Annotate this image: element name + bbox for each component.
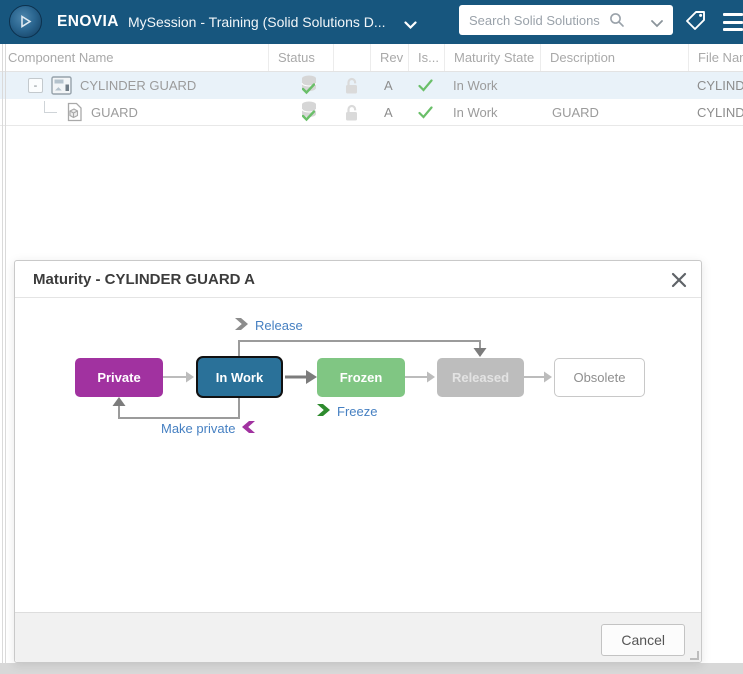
maturity-state-value: In Work — [453, 78, 498, 93]
is-latest-check-icon — [408, 99, 444, 125]
state-private[interactable]: Private — [75, 358, 163, 397]
state-obsolete[interactable]: Obsolete — [554, 358, 645, 397]
revision-value: A — [384, 104, 393, 120]
global-search — [459, 5, 673, 35]
dialog-footer: Cancel — [15, 612, 701, 662]
unlocked-icon — [333, 99, 370, 125]
freeze-chevron-icon — [317, 403, 331, 420]
brand-logo-text: ENOVIA — [57, 13, 119, 30]
cancel-button[interactable]: Cancel — [601, 624, 685, 656]
compass-logo-icon[interactable] — [9, 5, 42, 38]
dialog-resize-handle[interactable] — [690, 651, 699, 660]
file-name-value: CYLINDE — [697, 78, 743, 93]
column-header-maturity-state[interactable]: Maturity State — [444, 44, 540, 71]
column-header-file-name[interactable]: File Nam — [688, 44, 743, 71]
search-icon[interactable] — [609, 12, 625, 33]
make-private-action[interactable]: Make private — [161, 420, 256, 437]
release-action[interactable]: Release — [235, 317, 303, 334]
assembly-icon — [51, 76, 72, 95]
state-frozen[interactable]: Frozen — [317, 358, 405, 397]
search-input[interactable] — [459, 5, 673, 35]
tree-connector — [44, 101, 57, 113]
database-status-icon — [299, 74, 320, 98]
menu-hamburger-icon[interactable] — [723, 13, 743, 31]
table-row-cylinder-guard[interactable]: - CYLINDER GUARD A In Work CYLINDE — [0, 72, 743, 99]
description-value: GUARD — [552, 104, 599, 120]
table-header-row: Component Name Status Rev Is... Maturity… — [0, 44, 743, 72]
dialog-title: Maturity - CYLINDER GUARD A — [33, 271, 255, 288]
tags-icon[interactable] — [682, 8, 708, 34]
session-chevron-down-icon[interactable] — [404, 17, 417, 35]
make-private-label: Make private — [161, 421, 236, 436]
top-navigation-bar: ENOVIA MySession - Training (Solid Solut… — [0, 0, 743, 44]
freeze-label: Freeze — [337, 404, 378, 419]
state-released[interactable]: Released — [437, 358, 524, 397]
revision-value: A — [384, 78, 393, 93]
state-in-work-current[interactable]: In Work — [196, 356, 283, 398]
part-icon — [65, 102, 83, 122]
maturity-dialog: Maturity - CYLINDER GUARD A — [14, 260, 702, 663]
component-name: GUARD — [91, 104, 138, 120]
column-header-description[interactable]: Description — [540, 44, 688, 71]
column-header-status[interactable]: Status — [268, 44, 333, 71]
file-name-value: CYLINDE — [697, 104, 743, 120]
unlocked-icon — [333, 72, 370, 99]
freeze-action[interactable]: Freeze — [317, 403, 377, 420]
status-check-icon — [301, 110, 316, 125]
is-latest-check-icon — [408, 72, 444, 99]
maturity-state-value: In Work — [453, 104, 498, 120]
release-label: Release — [255, 318, 303, 333]
column-header-rev[interactable]: Rev — [370, 44, 408, 71]
session-title[interactable]: MySession - Training (Solid Solutions D.… — [128, 14, 386, 30]
panel-edge-divider — [2, 44, 6, 663]
component-name: CYLINDER GUARD — [80, 78, 197, 93]
table-row-guard[interactable]: GUARD A In Work GUARD CYLINDE — [0, 99, 743, 126]
search-chevron-down-icon[interactable] — [651, 15, 663, 33]
column-header-lock[interactable] — [333, 44, 370, 71]
close-icon[interactable] — [670, 271, 688, 289]
make-private-chevron-icon — [241, 420, 256, 437]
description-value — [540, 72, 688, 99]
column-header-is[interactable]: Is... — [408, 44, 444, 71]
transition-connectors — [112, 340, 552, 419]
page-bottom-strip — [0, 663, 743, 674]
maturity-graph: Private In Work Frozen Released Obsolete… — [15, 299, 701, 614]
collapse-expander-button[interactable]: - — [28, 78, 43, 93]
dialog-header: Maturity - CYLINDER GUARD A — [15, 261, 701, 298]
release-chevron-icon — [235, 317, 249, 334]
status-check-icon — [301, 83, 316, 98]
column-header-component-name[interactable]: Component Name — [8, 50, 114, 65]
